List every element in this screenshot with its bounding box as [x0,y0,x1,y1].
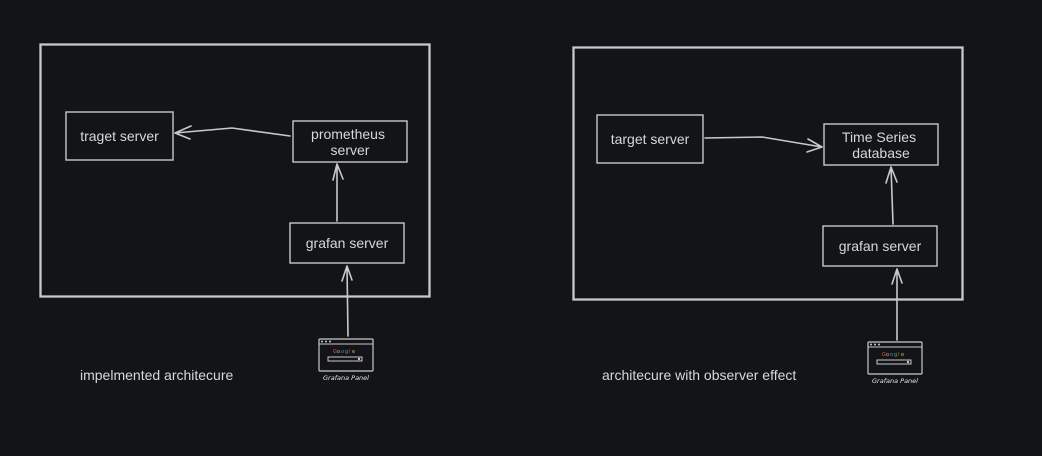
svg-text:o: o [341,349,344,355]
left-grafana-server-node[interactable]: grafan server [289,222,405,264]
right-tsdb-label-line2: database [852,145,910,161]
left-edge-panel-to-grafana [341,265,353,337]
right-grafana-server-node[interactable]: grafan server [822,225,938,267]
svg-text:e: e [901,352,904,358]
right-caption: architecure with observer effect [602,367,796,383]
left-diagram: traget server prometheus server grafan s… [39,43,431,383]
right-browser-window-icon[interactable]: G o o g l e [867,341,923,375]
svg-text:e: e [352,349,355,355]
svg-text:G: G [333,349,337,355]
left-grafana-server-label: grafan server [306,235,389,251]
right-target-server-node[interactable]: target server [596,114,704,164]
left-prometheus-label-line1: prometheus [311,126,385,142]
right-boundary-frame [572,46,964,301]
left-edge-prometheus-to-target [174,125,291,140]
right-grafana-server-label: grafan server [839,238,922,254]
svg-text:o: o [337,349,340,355]
right-edge-panel-to-grafana [891,268,903,341]
svg-text:l: l [898,352,899,358]
left-prometheus-server-node[interactable]: prometheus server [292,120,408,163]
left-target-server-label: traget server [80,128,159,144]
right-grafana-panel-label: Grafana Panel [872,377,918,385]
svg-text:g: g [345,349,348,355]
left-prometheus-label-line2: server [331,142,370,158]
left-grafana-panel-label: Grafana Panel [323,374,369,382]
left-browser-window-icon[interactable]: G o o g l e [318,338,374,372]
right-edge-target-to-tsdb [704,136,823,153]
left-target-server-node[interactable]: traget server [65,111,174,161]
right-tsdb-node[interactable]: Time Series database [823,123,939,166]
right-target-server-label: target server [611,131,690,147]
left-edge-grafana-to-prometheus [332,163,344,222]
svg-text:G: G [882,352,886,358]
right-diagram: target server Time Series database grafa… [572,46,964,385]
svg-text:l: l [349,349,350,355]
svg-text:o: o [886,352,889,358]
right-tsdb-label-line1: Time Series [842,129,916,145]
left-caption: impelmented architecure [80,367,234,383]
svg-text:o: o [890,352,893,358]
left-boundary-frame [39,43,431,298]
svg-text:g: g [894,352,897,358]
right-edge-grafana-to-tsdb [885,166,898,225]
